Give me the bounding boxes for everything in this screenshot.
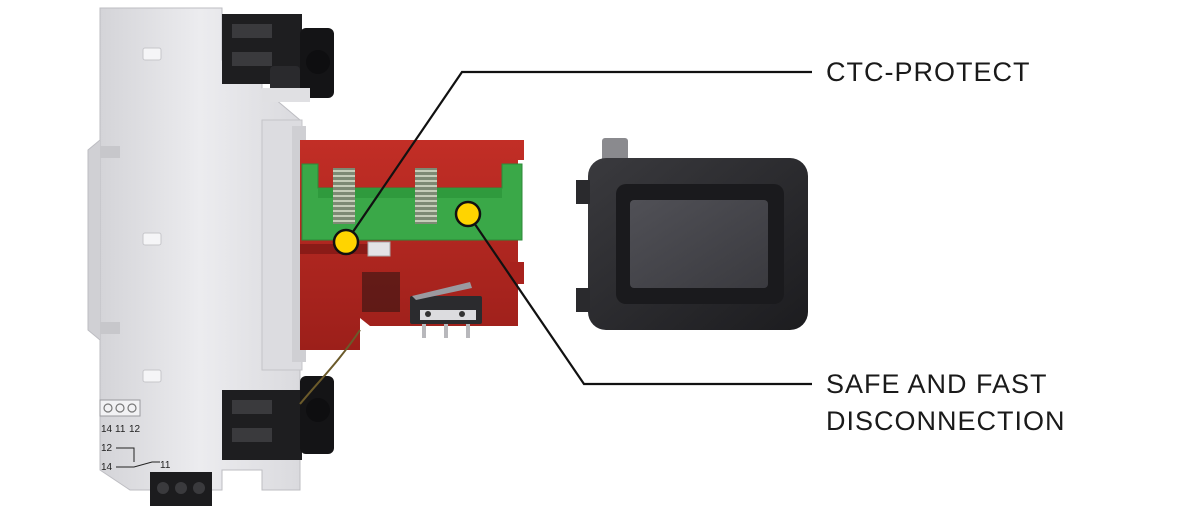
terminal-label-14: 14 xyxy=(101,424,113,435)
micro-switch xyxy=(410,282,482,338)
signal-wire xyxy=(299,329,361,405)
top-terminal-block xyxy=(222,14,334,102)
callout-leaders xyxy=(332,70,812,386)
marker-safe-disconnection xyxy=(454,200,482,228)
cover-window xyxy=(630,200,768,288)
schematic-label-11: 11 xyxy=(160,460,171,471)
callout-safe-line1: SAFE AND FAST xyxy=(826,369,1048,399)
marker-ctc-protect xyxy=(332,228,360,256)
callout-ctc-protect: CTC-PROTECT xyxy=(826,57,1031,87)
leader-line-safe-disconnection xyxy=(467,213,812,386)
schematic-label-12: 12 xyxy=(101,443,113,454)
spring-left xyxy=(333,168,355,224)
terminal-label-12: 12 xyxy=(129,424,141,435)
callout-safe-line2: DISCONNECTION xyxy=(826,406,1066,436)
black-cover xyxy=(576,138,808,330)
leader-line-ctc-protect xyxy=(345,70,812,243)
bottom-terminal-block xyxy=(222,376,334,460)
terminal-label-11: 11 xyxy=(115,424,126,435)
terminal-print: 14 11 12 12 14 11 xyxy=(99,399,212,506)
spring-right xyxy=(415,168,437,224)
schematic-label-14: 14 xyxy=(101,462,113,473)
